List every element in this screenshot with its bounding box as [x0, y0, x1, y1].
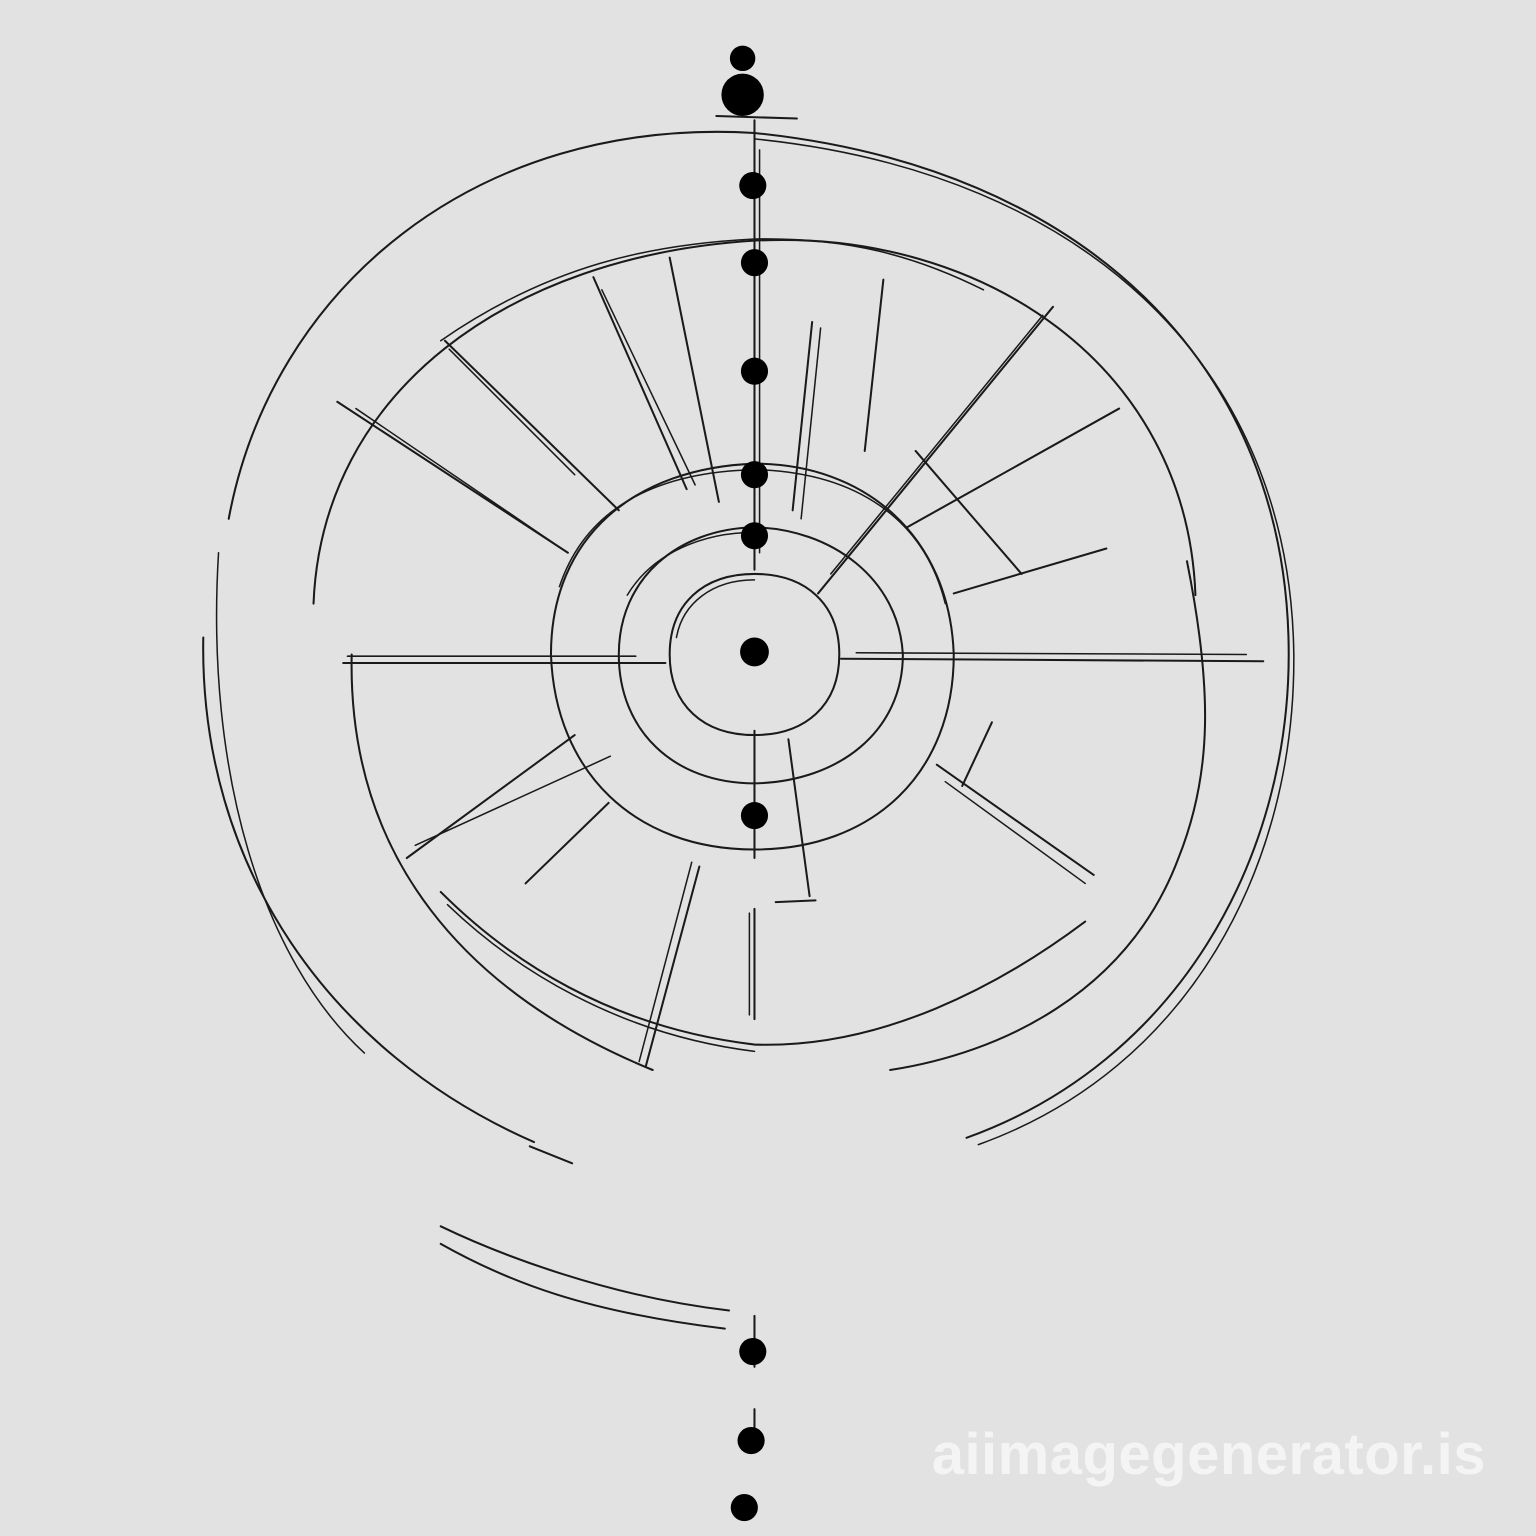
spoke-lower-5-double	[944, 780, 1086, 885]
outer-ring-top-tick	[715, 114, 798, 120]
third-ring	[549, 462, 955, 851]
outer-ring-left	[202, 636, 536, 1144]
bottom-arc	[439, 1242, 726, 1330]
watermark-text: aiimagegenerator.is	[931, 1422, 1486, 1487]
outer-ring-arc	[227, 130, 1290, 1139]
axis-dot-7	[739, 1337, 767, 1366]
axis-dot-top-small	[729, 45, 756, 72]
spoke-lower-4-tick	[774, 899, 817, 904]
spoke-upper-7	[817, 305, 1054, 595]
spoke-lower-3-double	[638, 861, 693, 1063]
spoke-upper-4	[668, 256, 720, 503]
outer-ring-tick	[528, 1145, 574, 1165]
spoke-lower-4	[787, 738, 811, 898]
center-ring-double	[675, 579, 756, 639]
spoke-upper-1	[443, 339, 620, 512]
lower-arc-double	[446, 903, 756, 1053]
outer-ring-arc-double	[753, 138, 1295, 1146]
spoke-lower-6	[961, 721, 993, 787]
spoke-upper-5	[791, 321, 814, 512]
second-ring-arc-double	[439, 238, 985, 342]
fourth-ring-double	[626, 531, 756, 596]
horizontal-axis-right	[839, 657, 1265, 663]
spoke-upper-7-double	[830, 314, 1044, 575]
center-dot	[740, 637, 769, 667]
axis-dot-6	[740, 802, 769, 830]
outer-ring-left-double	[215, 551, 366, 1054]
horizontal-axis-right-double	[855, 652, 1248, 656]
axis-dot-3	[740, 357, 769, 385]
spoke-lower-1-double	[414, 755, 612, 847]
spoke-upper-6	[863, 278, 885, 452]
spoke-upper-5-double	[800, 327, 822, 520]
spoke-lower-3	[644, 865, 701, 1067]
spoke-lower-2	[524, 801, 610, 885]
axis-dot-1	[739, 171, 767, 200]
spoke-lower-1	[405, 734, 576, 860]
lower-arc	[439, 890, 1087, 1046]
axis-dot-5	[740, 522, 769, 550]
axis-dot-4	[740, 461, 769, 489]
spoke-lower-5	[935, 763, 1095, 876]
spoke-upper-1-double	[448, 348, 576, 476]
center-ring	[668, 572, 841, 737]
spoke-upper-9	[952, 547, 1108, 595]
second-ring-right	[889, 560, 1207, 1072]
axis-dot-top-large	[721, 73, 764, 117]
axis-dot-2	[740, 249, 769, 277]
spoke-upper-3-double	[601, 289, 696, 486]
fourth-ring	[617, 526, 904, 785]
bottom-arc-a	[439, 1225, 731, 1312]
axis-dot-bottom	[730, 1494, 758, 1522]
spoke-upper-10	[914, 449, 1023, 575]
spoke-upper-3	[592, 276, 688, 491]
axis-dot-8	[737, 1427, 765, 1455]
spoke-upper-2-double	[355, 407, 556, 546]
spoke-upper-8	[906, 407, 1121, 529]
second-ring-left	[350, 653, 654, 1072]
